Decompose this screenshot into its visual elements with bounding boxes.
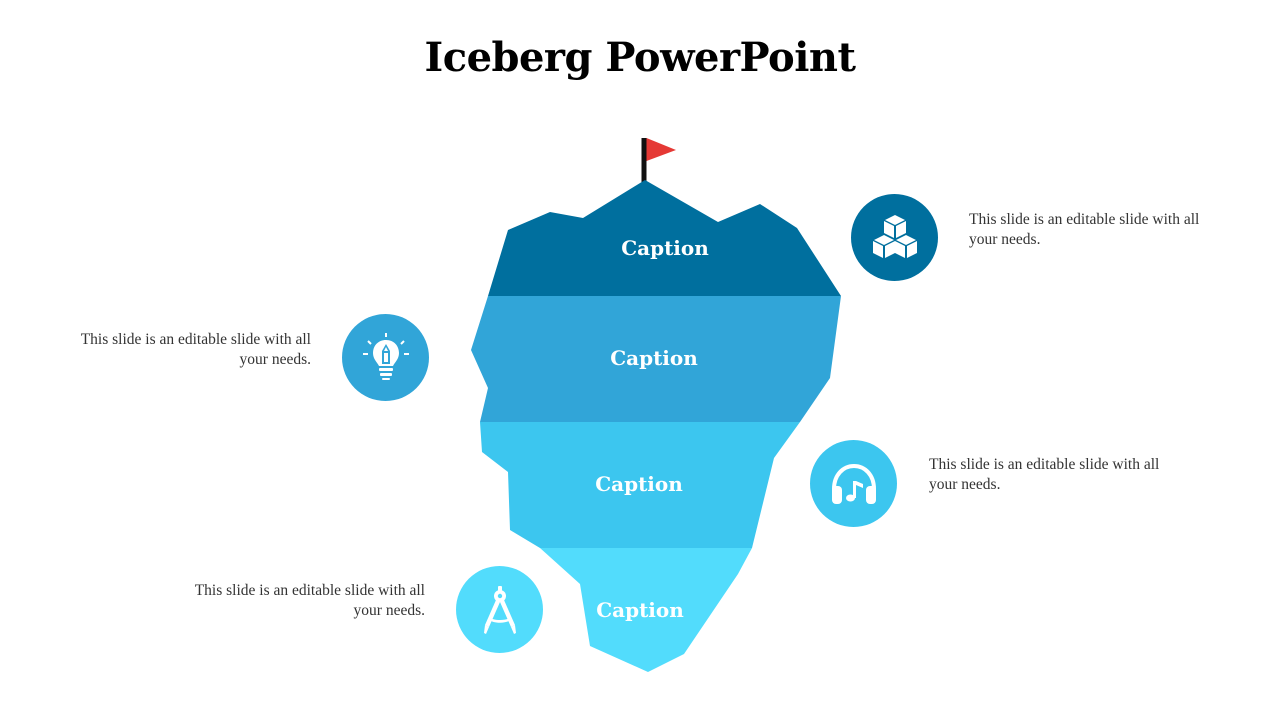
point-2-text: This slide is an editable slide with all… <box>80 331 311 368</box>
point-1-circle <box>851 194 938 281</box>
point-1-text: This slide is an editable slide with all… <box>969 211 1200 248</box>
iceberg-layer-2 <box>471 296 841 422</box>
layer-4-caption: Caption <box>596 598 684 622</box>
point-3-text: This slide is an editable slide with all… <box>929 456 1160 493</box>
layer-2-caption: Caption <box>610 346 698 370</box>
flag-icon <box>641 138 676 183</box>
layer-3-caption: Caption <box>595 472 683 496</box>
slide-title: Iceberg PowerPoint <box>424 34 856 81</box>
point-2-circle <box>342 314 429 401</box>
iceberg-layer-3 <box>480 422 800 548</box>
compass-icon <box>483 585 516 634</box>
point-4-circle <box>456 566 543 653</box>
cubes-icon <box>872 214 917 258</box>
headphones-music-icon <box>831 463 876 504</box>
layer-1-caption: Caption <box>621 236 709 260</box>
iceberg-layer-1 <box>488 180 841 296</box>
flag-banner <box>646 138 676 161</box>
point-4-text: This slide is an editable slide with all… <box>194 582 425 619</box>
iceberg-layer-4 <box>540 548 752 672</box>
point-3-circle <box>810 440 897 527</box>
lightbulb-pencil-icon <box>362 332 409 380</box>
